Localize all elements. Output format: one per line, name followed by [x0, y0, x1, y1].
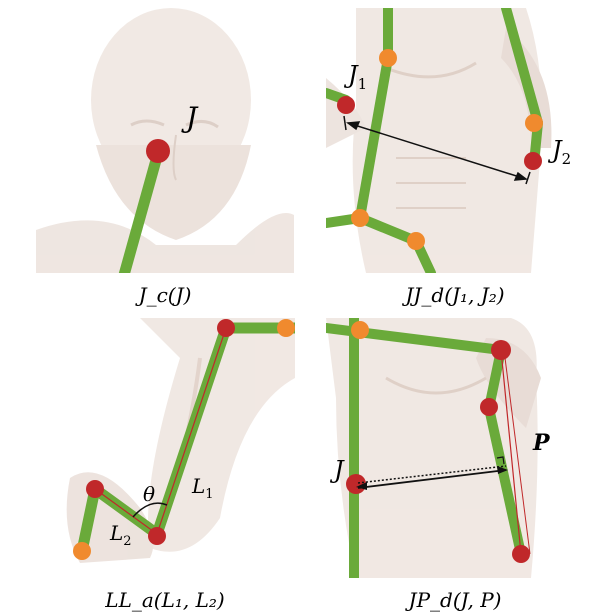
leg-joint-red [148, 527, 166, 545]
caption-arm: JP_d(J, P) [408, 588, 502, 612]
arm-joint-j [346, 474, 366, 494]
torso-joint-orange [379, 49, 397, 67]
leg-joint-red [217, 319, 235, 337]
caption-leg: LL_a(L₁, L₂) [105, 588, 225, 612]
arm-figure: J P [326, 318, 583, 578]
panel-torso: J1 J2 [326, 8, 583, 273]
theta-arc [132, 502, 168, 518]
arm-joint-red [491, 340, 511, 360]
arm-joint-red [480, 398, 498, 416]
arm-red-line [503, 349, 531, 555]
torso-joint-orange [407, 232, 425, 250]
head-bone [118, 151, 164, 273]
panel-leg: θ L1 L2 [40, 318, 295, 578]
arm-joint-orange [351, 321, 369, 339]
arm-joint-red [512, 545, 530, 563]
head-joint-label: J [181, 101, 199, 134]
torso-joint-j1 [337, 96, 355, 114]
leg-joint-orange [73, 542, 91, 560]
panel-head: J [36, 5, 294, 273]
torso-joint-j2 [524, 152, 542, 170]
caption-torso: JJ_d(J₁, J₂) [405, 283, 505, 307]
l1-label: L1 [191, 474, 214, 502]
arm-red-line [500, 349, 522, 555]
l2-red-line [94, 488, 158, 535]
head-joint [146, 139, 170, 163]
point-label: P [532, 430, 551, 456]
panel-arm: J P [326, 318, 583, 578]
theta-label: θ [143, 482, 155, 506]
leg-joint-orange [277, 319, 295, 337]
torso-joint-orange [525, 114, 543, 132]
caption-head: J_c(J) [138, 283, 192, 307]
l2-label: L2 [109, 521, 132, 549]
distance-arrows [356, 465, 508, 490]
torso-joint-orange [351, 209, 369, 227]
head-figure: J [36, 5, 294, 273]
perpendicular-marker [496, 456, 505, 465]
l1-red-line [156, 327, 227, 535]
leg-joint-red [86, 480, 104, 498]
torso-figure: J1 J2 [326, 8, 583, 273]
head-silhouette [36, 8, 294, 273]
distance-arrow [343, 115, 531, 185]
leg-figure: θ L1 L2 [40, 318, 295, 578]
